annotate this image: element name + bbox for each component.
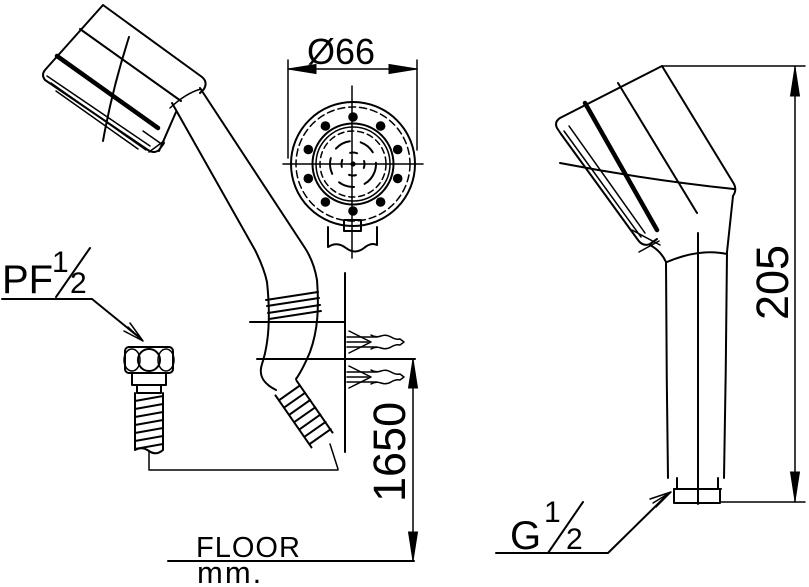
hose-coupling-stripes [277, 384, 332, 445]
face-outer-circle [290, 101, 416, 227]
inlet-thread-numerator: 1 [52, 246, 69, 279]
head-outline [42, 4, 207, 153]
nozzle-hole [303, 173, 314, 184]
connector-nut-ball-center [137, 348, 161, 372]
diameter-dimension-text: Ø66 [307, 31, 375, 72]
handle-body [665, 251, 728, 479]
height-extension-lines [661, 65, 806, 503]
outlet-thread-numerator: 1 [544, 496, 561, 529]
spray-center-dot [350, 161, 356, 167]
nozzle-hole [392, 173, 403, 184]
nozzle-hole [348, 112, 358, 122]
head-seam-lines [79, 28, 182, 142]
nozzle-hole [375, 121, 386, 131]
connector-nut-ball-left [123, 348, 141, 372]
hose-coupling-hatched [274, 379, 339, 470]
upright-view-hand-shower: G 1 2 [495, 65, 737, 558]
connector-neck [136, 384, 162, 394]
nozzle-holes [303, 112, 403, 216]
mounting-height-arrow-bottom [407, 531, 419, 562]
floor-label: FLOOR [196, 532, 301, 564]
inlet-thread-prefix: PF [2, 258, 53, 302]
head-rim-hatch [563, 125, 661, 253]
units-label: mm. [197, 555, 263, 587]
flex-hose-coils [134, 392, 164, 455]
top-view-spray-face [282, 85, 424, 259]
outlet-leader-arrow [649, 491, 672, 508]
neck-curves [649, 195, 734, 263]
hose-run-line [148, 451, 339, 471]
connector-nut-body [124, 346, 174, 374]
floor-reference: FLOOR mm. [167, 532, 415, 587]
nozzle-hole [320, 121, 331, 131]
diameter-dimension: Ø66 [287, 31, 418, 159]
handle-lower [259, 279, 319, 391]
bracket-lines [249, 321, 416, 360]
face-stitched-ring-inner [319, 130, 387, 198]
center-lines [282, 85, 424, 259]
connector-collar [131, 372, 167, 386]
nozzle-hole [303, 144, 314, 155]
hose-coupling-edges [274, 379, 334, 449]
head-outline [555, 65, 737, 246]
spray-pattern [329, 140, 377, 188]
diameter-arrow-left [287, 63, 317, 75]
mounting-height-dimension: 1650 [364, 358, 419, 562]
head-rim-hatch [46, 75, 165, 153]
outlet-thread-label: G 1 2 [495, 491, 672, 558]
mounting-height-arrow-top [407, 358, 419, 389]
outlet-thread-denominator: 2 [566, 523, 583, 556]
inlet-thread-label: PF 1 2 [1, 246, 144, 342]
handle-grip-rings [265, 291, 322, 320]
handle-break [327, 226, 378, 253]
hook-tab [343, 219, 362, 232]
anchor-arrow [348, 330, 372, 354]
height-arrow-top [789, 66, 801, 97]
inlet-leader-arrow [123, 322, 144, 342]
outlet-fraction-slash [547, 501, 584, 554]
wall-mount [249, 272, 416, 453]
neck-junction-line [169, 88, 202, 109]
spray-arc-ring [329, 140, 377, 188]
height-arrow-bottom [789, 471, 801, 502]
head-face-edge [582, 100, 660, 233]
diameter-arrow-right [388, 63, 418, 75]
handle-upper [171, 87, 318, 283]
spray-inner-marks [340, 151, 366, 177]
connector-nut-ball-right [157, 348, 175, 372]
inlet-thread-denominator: 2 [70, 267, 87, 300]
face-ring-2 [315, 126, 391, 202]
nozzle-hole [392, 144, 403, 155]
anchor-shank [346, 371, 378, 383]
anchor-plug [370, 334, 405, 350]
outlet-thread-prefix: G [510, 514, 541, 558]
inlet-fraction-slash [55, 247, 91, 298]
wall-supply-connector [123, 346, 175, 455]
mounting-height-text: 1650 [364, 402, 415, 502]
inlet-leader-line [1, 298, 141, 339]
outlet-leader-line [495, 494, 668, 554]
head-face-edge [54, 53, 161, 131]
overall-height-text: 205 [747, 245, 798, 320]
hose-coupling-tip [329, 443, 339, 470]
nozzle-hole [348, 206, 358, 216]
anchor-arrow [348, 365, 372, 389]
overall-height-dimension: 205 [661, 65, 806, 503]
anchor-shank [346, 336, 378, 348]
nozzle-hole [320, 197, 331, 207]
outlet-thread-nut [673, 488, 721, 504]
wall-anchor-screw-top [346, 330, 405, 354]
nozzle-hole [375, 197, 386, 207]
side-view-hand-shower: PF 1 2 [1, 4, 339, 471]
head-seam-lines [559, 82, 735, 214]
anchor-plug [370, 369, 405, 385]
face-ring-1 [311, 122, 395, 206]
wall-anchor-screw-bottom [346, 365, 405, 389]
diameter-extension-lines [287, 59, 418, 159]
